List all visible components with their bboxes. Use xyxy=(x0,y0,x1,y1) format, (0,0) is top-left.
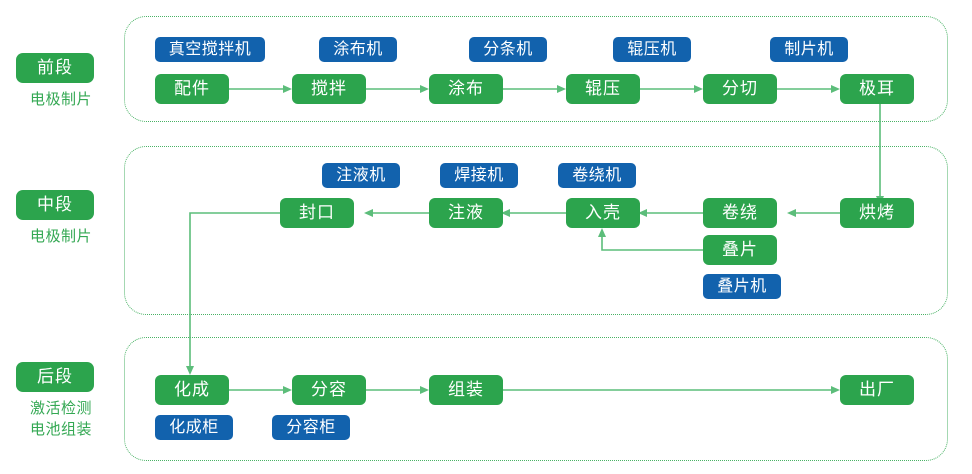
stage-badge-front: 前段 xyxy=(16,53,94,83)
section-container-middle xyxy=(124,146,948,315)
process-node-ruke[interactable]: 入壳 xyxy=(566,198,640,228)
stage-sub-front: 电极制片 xyxy=(29,91,92,108)
process-node-chuchang[interactable]: 出厂 xyxy=(840,375,914,405)
process-node-diepian[interactable]: 叠片 xyxy=(703,235,777,265)
process-node-jier[interactable]: 极耳 xyxy=(840,74,914,104)
machine-tag-sheet-maker[interactable]: 制片机 xyxy=(770,37,848,62)
machine-tag-vacuum-mixer[interactable]: 真空搅拌机 xyxy=(155,37,265,62)
stage-label-middle: 中段 电极制片 xyxy=(16,190,106,247)
stage-badge-back: 后段 xyxy=(16,362,94,392)
stage-label-front: 前段 电极制片 xyxy=(16,53,106,110)
machine-tag-winder[interactable]: 卷绕机 xyxy=(558,163,636,188)
stage-label-back: 后段 激活检测 电池组装 xyxy=(16,362,106,440)
machine-tag-formation-cabinet[interactable]: 化成柜 xyxy=(155,415,233,440)
process-node-gunya[interactable]: 辊压 xyxy=(566,74,640,104)
machine-tag-welder[interactable]: 焊接机 xyxy=(440,163,518,188)
process-node-huacheng[interactable]: 化成 xyxy=(155,375,229,405)
section-container-back xyxy=(124,337,948,461)
stage-sub-back: 激活检测 电池组装 xyxy=(29,400,92,438)
machine-tag-slitter[interactable]: 分条机 xyxy=(469,37,547,62)
process-node-juanrao[interactable]: 卷绕 xyxy=(703,198,777,228)
stage-sub-middle: 电极制片 xyxy=(29,228,92,245)
machine-tag-stacker[interactable]: 叠片机 xyxy=(703,274,781,299)
process-node-fenqie[interactable]: 分切 xyxy=(703,74,777,104)
process-node-fenrong[interactable]: 分容 xyxy=(292,375,366,405)
process-node-fengkou[interactable]: 封口 xyxy=(280,198,354,228)
machine-tag-roller-press[interactable]: 辊压机 xyxy=(613,37,691,62)
process-node-zuzhuang[interactable]: 组装 xyxy=(429,375,503,405)
section-container-front xyxy=(124,16,948,122)
process-node-jiaoban[interactable]: 搅拌 xyxy=(292,74,366,104)
machine-tag-coater[interactable]: 涂布机 xyxy=(319,37,397,62)
machine-tag-grading-cabinet[interactable]: 分容柜 xyxy=(272,415,350,440)
process-node-zhuye[interactable]: 注液 xyxy=(429,198,503,228)
stage-badge-middle: 中段 xyxy=(16,190,94,220)
process-node-hongkao[interactable]: 烘烤 xyxy=(840,198,914,228)
process-node-tubu[interactable]: 涂布 xyxy=(429,74,503,104)
process-node-peijian[interactable]: 配件 xyxy=(155,74,229,104)
machine-tag-electrolyte-filler[interactable]: 注液机 xyxy=(322,163,400,188)
